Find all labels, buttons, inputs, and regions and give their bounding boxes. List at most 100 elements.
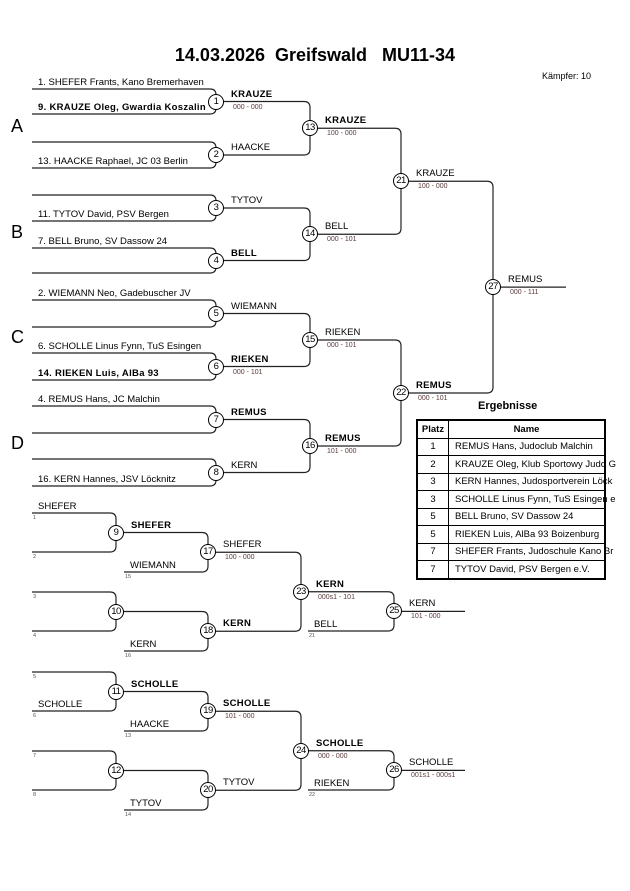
match-score: 100 - 000 (225, 554, 255, 562)
repechage-entrant-name: SHEFER (38, 501, 77, 512)
pool-label-a: A (11, 116, 24, 136)
results-place: 7 (416, 542, 449, 561)
pool-label-c: C (11, 327, 24, 347)
match-number-circle: 1 (208, 93, 224, 110)
entrant-name: 11. TYTOV David, PSV Bergen (38, 209, 169, 220)
slot-number: 2 (33, 554, 37, 560)
bracket-line (310, 339, 402, 447)
entrant-name: 9. KRAUZE Oleg, Gwardia Koszalin (38, 102, 206, 113)
slot-number: 14 (125, 812, 132, 818)
bracket-line (32, 405, 217, 434)
match-winner-label: BELL (325, 221, 349, 233)
repechage-entrant-name: HAACKE (130, 719, 170, 730)
bracket-line (32, 512, 117, 553)
entrant-name: 2. WIEMANN Neo, Gadebuscher JV (38, 288, 191, 299)
results-name: KRAUZE Oleg, Klub Sportowy Judo G (448, 455, 616, 474)
match-winner-label: WIEMANN (231, 300, 277, 312)
results-place: 3 (416, 472, 449, 491)
match-score: 000 - 111 (510, 289, 539, 297)
match-score: 001s1 - 000s1 (411, 772, 456, 780)
slot-number: 3 (33, 594, 37, 600)
slot-number: 16 (125, 653, 132, 659)
match-score: 000 - 000 (233, 103, 263, 111)
slot-number: 5 (33, 674, 37, 680)
results-place: 2 (416, 455, 449, 474)
match-score: 000 - 101 (233, 368, 263, 376)
match-number-circle: 22 (393, 385, 409, 401)
page-title: 14.03.2026 Greifswald MU11-34 (174, 45, 456, 65)
results-place: 5 (416, 525, 449, 544)
match-number-circle: 5 (208, 305, 224, 322)
match-winner-label: KERN (231, 459, 258, 471)
match-winner-label: KERN (223, 618, 252, 630)
results-name: RIEKEN Luis, AlBa 93 Boizenburg (448, 525, 606, 544)
results-name: KERN Hannes, Judosportverein Löck (448, 472, 612, 491)
match-number-circle: 25 (386, 603, 402, 620)
match-winner-label: HAACKE (231, 142, 271, 153)
repechage-entrant-name: BELL (314, 619, 338, 630)
results-name: BELL Bruno, SV Dassow 24 (448, 507, 606, 526)
pool-label-d: D (11, 433, 24, 453)
match-winner-label: TYTOV (231, 195, 263, 206)
match-winner-label: KRAUZE (231, 88, 273, 100)
slot-number: 21 (309, 633, 316, 639)
match-winner-label: RIEKEN (325, 327, 361, 338)
entrant-name: 6. SCHOLLE Linus Fynn, TuS Esingen (38, 341, 202, 352)
match-score: 100 - 000 (418, 183, 448, 191)
entrant-name: 7. BELL Bruno, SV Dassow 24 (38, 236, 168, 247)
fighter-count: Kämpfer: 10 (542, 71, 592, 81)
match-score: 000 - 101 (418, 395, 448, 402)
match-winner-label: REMUS (416, 380, 452, 391)
repechage-entrant-name: WIEMANN (130, 560, 176, 571)
match-winner-label: SCHOLLE (223, 698, 271, 710)
results-title: Ergebnisse (478, 400, 538, 412)
entrant-name: 13. HAACKE Raphael, JC 03 Berlin (38, 156, 188, 167)
match-number-circle: 11 (108, 683, 124, 700)
results-name: REMUS Hans, Judoclub Malchin (448, 437, 606, 456)
match-score: 101 - 000 (411, 613, 441, 621)
bracket-line (208, 551, 302, 632)
match-number-circle: 15 (302, 332, 318, 348)
match-winner-label: KERN (316, 578, 345, 590)
match-winner-label: REMUS (231, 406, 267, 418)
slot-number: 8 (33, 792, 37, 798)
pool-label-b: B (11, 222, 24, 242)
match-score: 101 - 000 (327, 448, 357, 455)
match-number-circle: 18 (200, 623, 216, 640)
match-score: 000 - 000 (318, 752, 348, 760)
match-winner-label: RIEKEN (231, 353, 269, 365)
results-header-place: Platz (416, 419, 449, 439)
results-header-name: Name (448, 419, 606, 439)
match-number-circle: 2 (208, 147, 224, 163)
match-number-circle: 8 (208, 464, 224, 481)
results-name: SHEFER Frants, Judoschule Kano Br (448, 542, 613, 561)
match-number-circle: 4 (208, 252, 224, 269)
match-number-circle: 23 (293, 583, 309, 600)
repechage-entrant-name: TYTOV (130, 798, 162, 809)
repechage-entrant-name: SCHOLLE (38, 699, 83, 710)
slot-number: 4 (33, 633, 37, 639)
results-place: 3 (416, 490, 449, 509)
bracket-line (32, 247, 217, 274)
match-winner-label: TYTOV (223, 777, 255, 789)
results-name: TYTOV David, PSV Bergen e.V. (448, 560, 606, 579)
match-winner-label: KERN (409, 598, 436, 610)
bracket-line (32, 750, 117, 791)
match-winner-label: REMUS (508, 274, 543, 286)
entrant-name: 1. SHEFER Frants, Kano Bremerhaven (38, 77, 204, 88)
slot-number: 7 (33, 753, 37, 759)
entrant-name: 16. KERN Hannes, JSV Löcknitz (38, 474, 176, 485)
results-place: 7 (416, 560, 449, 579)
results-place: 5 (416, 507, 449, 526)
match-winner-label: KRAUZE (325, 115, 367, 127)
entrant-name: 4. REMUS Hans, JC Malchin (38, 394, 160, 405)
